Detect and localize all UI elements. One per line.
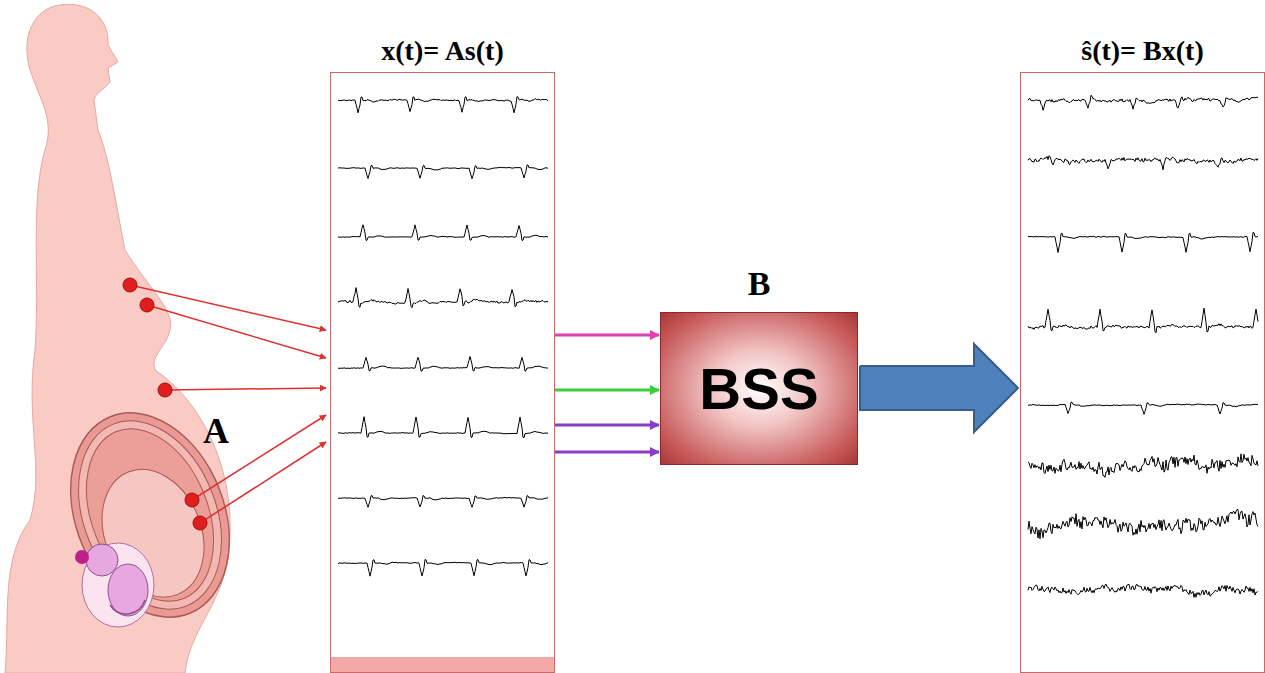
ecg-trace	[338, 560, 548, 577]
ecg-trace	[1028, 95, 1258, 110]
signal-traces	[338, 95, 1258, 597]
signal-arrow	[555, 424, 659, 427]
matrix-label: A	[203, 410, 229, 452]
signal-arrow	[555, 451, 659, 454]
separated-signal-panel: ŝ(t)= Bx(t)	[1020, 72, 1265, 673]
ecg-trace	[338, 357, 548, 372]
block-title: BSS	[699, 355, 818, 422]
signal-equation: ŝ(t)= Bx(t)	[981, 35, 1265, 67]
uterus	[42, 389, 259, 641]
ecg-trace	[1028, 232, 1258, 252]
ecg-trace	[1028, 308, 1258, 333]
signal-arrow	[555, 389, 659, 392]
fetus	[75, 543, 154, 627]
body-silhouette	[5, 4, 230, 673]
signal-equation: x(t)= As(t)	[291, 35, 594, 67]
signal-arrow	[555, 334, 659, 337]
block-label: B	[621, 265, 897, 303]
ecg-trace	[338, 496, 548, 508]
electrodes	[123, 278, 207, 530]
ecg-trace	[338, 97, 548, 113]
ecg-trace	[1028, 584, 1258, 597]
ecg-trace	[1028, 402, 1258, 414]
mixed-signal-panel: x(t)= As(t)	[330, 72, 555, 673]
ecg-trace	[338, 417, 548, 438]
ecg-trace	[338, 225, 548, 241]
bss-block: BBSS	[660, 312, 858, 465]
panel-footer	[331, 657, 554, 672]
electrode-leads	[130, 285, 326, 523]
ecg-trace	[1028, 454, 1258, 478]
ecg-trace	[338, 165, 548, 179]
block-arrow	[860, 344, 1018, 432]
ecg-trace	[1028, 156, 1258, 170]
ecg-trace	[338, 288, 548, 308]
ecg-trace	[1028, 509, 1258, 538]
